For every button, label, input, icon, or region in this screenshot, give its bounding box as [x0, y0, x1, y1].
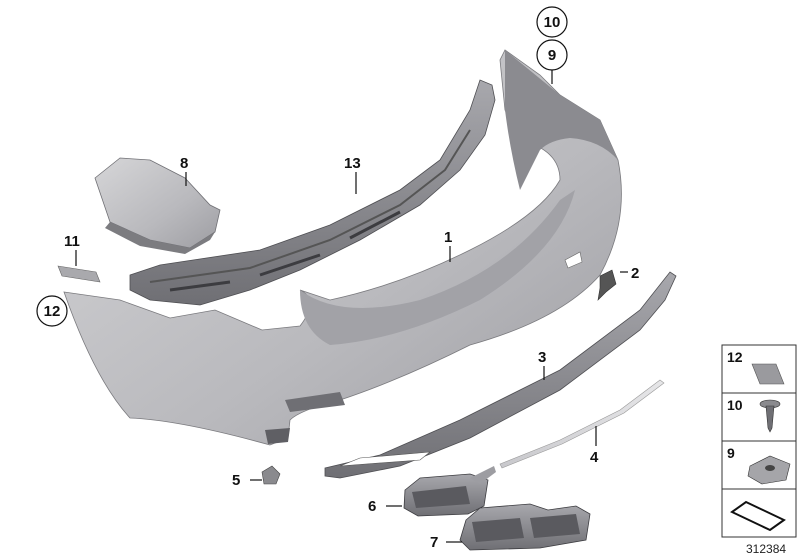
callouts: 1 2 3 4 5 6 7 8 11 13 10 9 12 — [36, 6, 639, 551]
legend-number-9: 9 — [727, 445, 735, 461]
callout-9-circle — [536, 39, 568, 71]
legend-number-10: 10 — [727, 397, 743, 413]
bracket-part-2 — [597, 269, 617, 301]
callout-3: 3 — [538, 349, 546, 366]
callout-4: 4 — [590, 449, 599, 466]
callout-1: 1 — [444, 229, 452, 246]
exhaust-tip-left — [403, 466, 496, 517]
callout-13: 13 — [344, 155, 361, 172]
callout-5: 5 — [232, 472, 240, 489]
sticker-pad-icon — [751, 363, 785, 385]
callout-10: 10 — [544, 14, 561, 31]
callout-6: 6 — [368, 498, 376, 515]
legend-cell-10 — [721, 392, 797, 442]
callout-7: 7 — [430, 534, 438, 551]
expanding-rivet-icon — [759, 399, 781, 433]
bumper-trim-panel — [63, 49, 622, 446]
diffuser-strip — [324, 271, 677, 479]
sticker-part-11 — [57, 265, 101, 283]
legend-panel: 12 10 9 312384 — [721, 344, 797, 556]
chrome-trim-strip — [499, 379, 665, 469]
assortment-arrow-icon — [730, 500, 786, 532]
callout-9: 9 — [548, 47, 556, 64]
bumper-carrier — [129, 79, 496, 306]
legend-number-12: 12 — [727, 349, 743, 365]
exhaust-tip-right — [459, 503, 591, 551]
clip-part-5 — [261, 465, 281, 485]
callout-12-circle — [36, 295, 68, 327]
callout-2: 2 — [631, 265, 639, 282]
callout-8: 8 — [180, 155, 188, 172]
callout-12: 12 — [44, 303, 61, 320]
leader-lines — [75, 70, 628, 543]
callout-11: 11 — [64, 233, 80, 250]
clip-nut-icon — [747, 455, 791, 485]
callout-10-circle — [536, 6, 568, 38]
diagram-id: 312384 — [746, 542, 786, 556]
heat-shield-bracket — [94, 157, 221, 254]
